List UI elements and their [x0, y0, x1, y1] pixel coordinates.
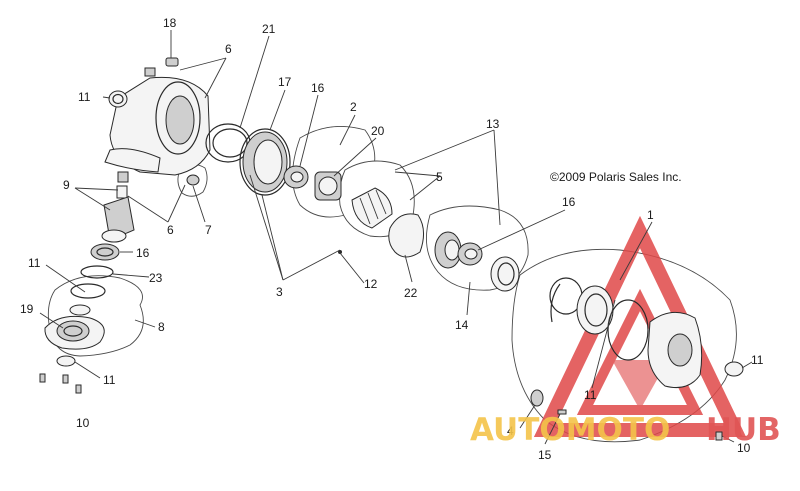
- callout-20: 20: [371, 124, 385, 138]
- callout-15: 15: [538, 448, 552, 462]
- callout-19: 19: [20, 302, 34, 316]
- callout-4: 4: [507, 424, 514, 438]
- svg-text:AUTOMOTO: AUTOMOTO: [470, 412, 670, 448]
- cover-19: [44, 315, 105, 350]
- callout-5: 5: [436, 170, 443, 184]
- gear-14: [434, 231, 462, 269]
- callout-11-left: 11: [28, 256, 41, 270]
- hub-20: [314, 171, 342, 201]
- svg-text:HUB: HUB: [706, 412, 781, 448]
- bearing-16-center: [283, 165, 309, 189]
- rear-cover: [647, 311, 703, 389]
- seal-11-top: [108, 90, 128, 108]
- cap-18: [165, 57, 179, 67]
- callout-3: 3: [276, 285, 283, 299]
- seal-11-far-right: [724, 361, 744, 377]
- o-ring-11-left: [70, 283, 106, 299]
- callout-22: 22: [404, 286, 418, 300]
- callout-17: 17: [278, 75, 292, 89]
- callout-23: 23: [149, 271, 163, 285]
- callout-11-right: 11: [751, 353, 764, 367]
- callout-11-top: 11: [78, 90, 91, 104]
- callout-16-left: 16: [136, 246, 150, 260]
- gasket-22: [388, 213, 424, 258]
- washer-7: [186, 174, 200, 186]
- callout-21: 21: [262, 22, 276, 36]
- seal-11-bottom: [56, 355, 76, 367]
- callout-11-bottom: 11: [103, 373, 116, 387]
- callout-10-left: 10: [76, 416, 90, 430]
- bushing-4: [530, 389, 544, 407]
- callout-18: 18: [163, 16, 177, 30]
- callout-16-center: 16: [311, 81, 325, 95]
- callout-8: 8: [158, 320, 165, 334]
- callout-14: 14: [455, 318, 469, 332]
- leader-lines: [39, 30, 753, 445]
- watermark-text: AUTOMOTO HUB: [470, 412, 781, 448]
- seal-ring: [490, 256, 520, 292]
- callout-labels: 18 6 11 21 17 16 2 20 13 5 ©2009 Polaris…: [20, 16, 764, 462]
- o-ring-large: [607, 299, 649, 361]
- callout-10-right: 10: [737, 441, 751, 455]
- front-housing: [104, 67, 211, 176]
- callout-6-left: 6: [167, 223, 174, 237]
- callout-2: 2: [350, 100, 357, 114]
- copyright-notice: ©2009 Polaris Sales Inc.: [550, 170, 682, 184]
- callout-12: 12: [364, 277, 378, 291]
- bearing-16-left: [90, 243, 120, 261]
- bolts-10-left: [39, 373, 82, 394]
- roller-cage: [351, 187, 393, 229]
- seal-small: [69, 304, 91, 316]
- callout-1: 1: [647, 208, 654, 222]
- ring-gear-17: [239, 128, 291, 196]
- callout-11-cover: 11: [584, 388, 597, 402]
- pin-15: [557, 409, 567, 415]
- callout-16-right: 16: [562, 195, 576, 209]
- callout-7: 7: [205, 223, 212, 237]
- callout-13: 13: [486, 117, 500, 131]
- pinion-shaft: [101, 171, 135, 243]
- callout-9: 9: [63, 178, 70, 192]
- callout-6-top: 6: [225, 42, 232, 56]
- o-ring-23: [80, 265, 114, 279]
